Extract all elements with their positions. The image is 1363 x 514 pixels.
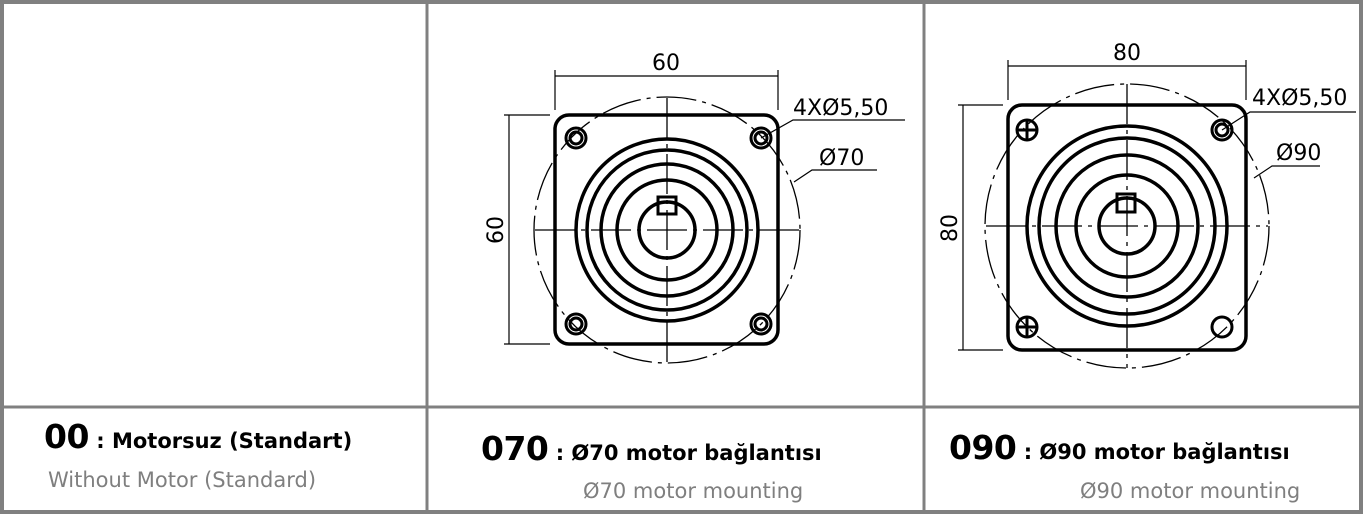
pcd-label-070: Ø70 — [819, 146, 864, 171]
code-00: 00 — [44, 417, 89, 456]
caption-title-070: 070 : Ø70 motor bağlantısı — [481, 429, 822, 468]
hole-label-070: 4XØ5,50 — [793, 96, 888, 121]
dim-side-090: 80 — [938, 214, 963, 242]
cell-drawing-00 — [2, 2, 427, 407]
leader-hole-090 — [1221, 111, 1356, 131]
dim-top-090-lines — [1007, 60, 1247, 100]
title-tr-070: : Ø70 motor bağlantısı — [548, 441, 822, 465]
dim-side-090-lines — [958, 104, 1003, 351]
dim-top-090: 80 — [1113, 41, 1141, 66]
mounting-holes-090 — [1015, 118, 1234, 339]
shaft-key-090 — [1115, 192, 1137, 214]
code-070: 070 — [481, 429, 549, 468]
pcd-circle-070 — [533, 96, 801, 364]
dim-side-070: 60 — [484, 216, 509, 244]
hole-label-090: 4XØ5,50 — [1252, 86, 1347, 111]
mounting-holes-070 — [564, 126, 773, 336]
pcd-label-090: Ø90 — [1276, 141, 1321, 166]
leader-pcd-090 — [1253, 165, 1320, 179]
caption-title-090: 090 : Ø90 motor bağlantısı — [949, 428, 1290, 467]
code-090: 090 — [949, 428, 1017, 467]
caption-title-00: 00 : Motorsuz (Standart) — [44, 417, 352, 456]
leader-pcd-070 — [793, 169, 877, 183]
ring-070-2 — [585, 148, 749, 312]
leader-hole-070 — [760, 119, 905, 139]
pcd-circle-090 — [984, 83, 1270, 369]
dim-top-070-lines — [554, 70, 779, 110]
title-tr-090: : Ø90 motor bağlantısı — [1016, 440, 1290, 464]
drawing-070: 60 60 4XØ5,50 Ø70 — [484, 51, 905, 364]
drawing-090: 80 80 4XØ5,50 Ø90 — [938, 41, 1356, 369]
title-en-090: Ø90 motor mounting — [1080, 479, 1301, 503]
ring-070-1 — [574, 137, 760, 323]
title-tr-00: : Motorsuz (Standart) — [88, 429, 353, 453]
dim-side-070-lines — [504, 114, 550, 345]
title-en-00: Without Motor (Standard) — [48, 468, 317, 492]
title-en-070: Ø70 motor mounting — [583, 479, 804, 503]
dim-top-070: 60 — [652, 51, 680, 76]
